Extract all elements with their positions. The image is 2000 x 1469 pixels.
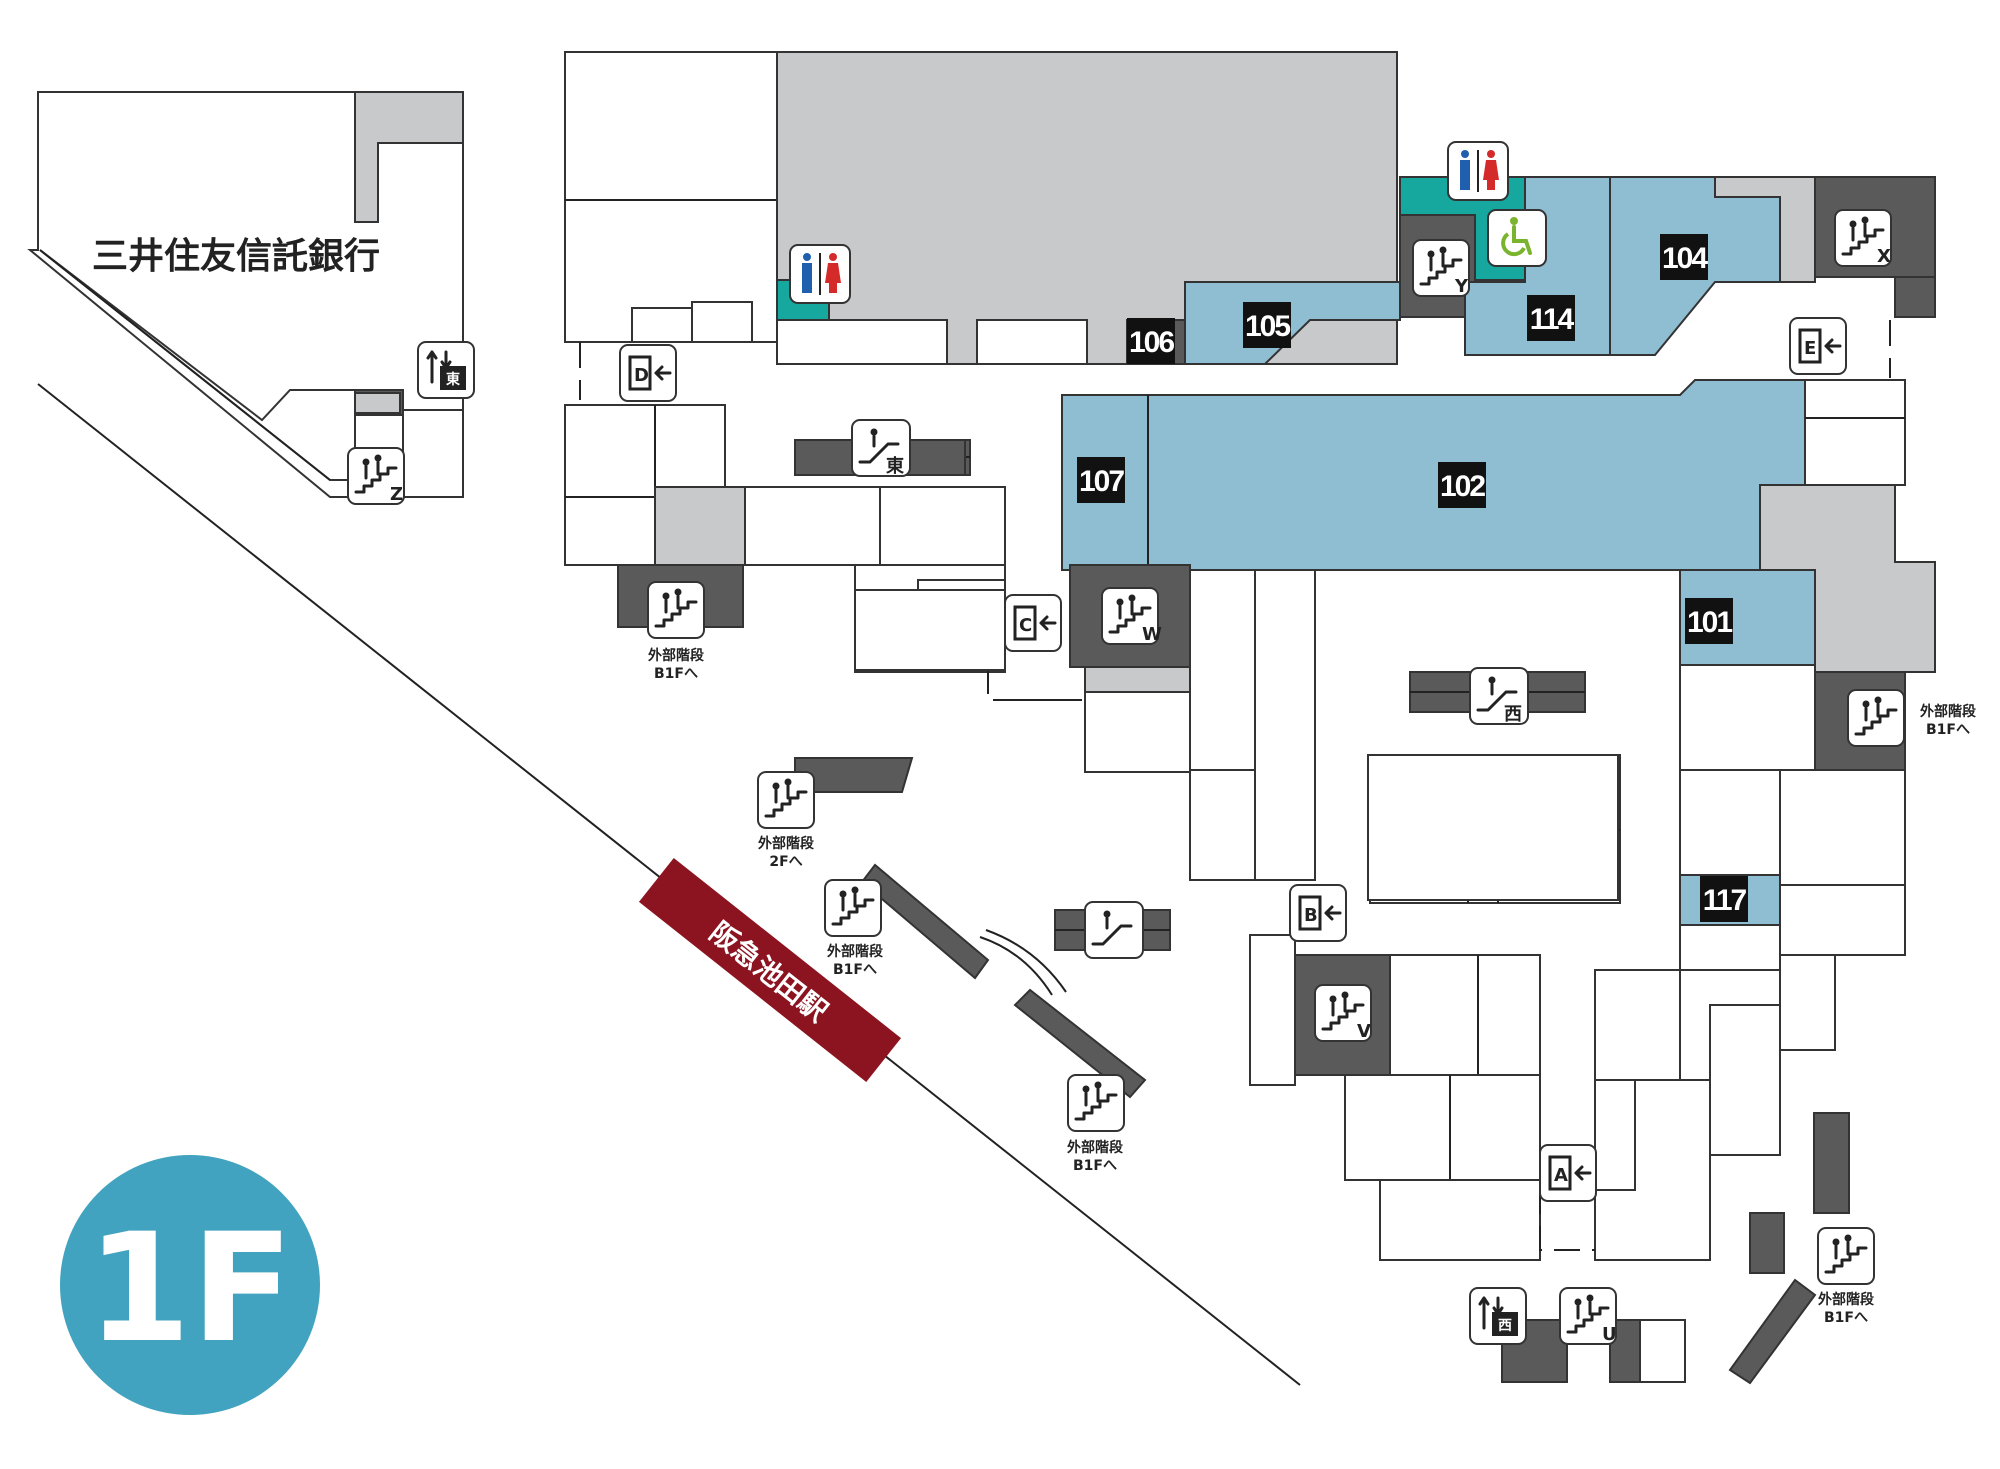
escalator-station-icon[interactable]	[1084, 901, 1144, 959]
shop-105[interactable]: 105	[1243, 302, 1292, 348]
bank-name: 三井住友信託銀行	[92, 236, 380, 277]
shop-107-label: 107	[1079, 465, 1124, 498]
stairs-y-label: Y	[1454, 276, 1469, 297]
shop-106-label: 106	[1129, 326, 1174, 359]
entrance-c-label: C	[1019, 615, 1032, 636]
entrance-d-label: D	[634, 365, 649, 386]
entrance-e-icon[interactable]: E	[1789, 317, 1847, 375]
shop-104-label: 104	[1662, 242, 1708, 275]
entrance-b-label: B	[1304, 905, 1318, 926]
ext-stairs-1-dest: B1Fへ	[654, 666, 698, 682]
ext-stairs-5-icon[interactable]	[1847, 689, 1905, 747]
escalator-west-icon[interactable]: 西	[1469, 667, 1529, 725]
stairs-y-icon[interactable]: Y	[1412, 239, 1470, 297]
shop-114[interactable]: 114	[1527, 295, 1577, 341]
elevator-east-label: 東	[446, 371, 460, 388]
center-rooms	[1367, 754, 1619, 901]
shop-105-label: 105	[1245, 310, 1290, 343]
escalator-east-label: 東	[886, 455, 904, 477]
entrance-e-label: E	[1804, 338, 1816, 359]
entrance-b-icon[interactable]: B	[1289, 884, 1347, 942]
stairs-u-label: U	[1602, 1324, 1617, 1345]
ext-stairs-3-icon[interactable]	[824, 879, 882, 937]
elevator-west-label: 西	[1498, 1318, 1512, 1334]
shop-106[interactable]: 106	[1127, 318, 1176, 364]
stairs-w-icon[interactable]: W	[1101, 587, 1162, 645]
ext-stairs-6-caption: 外部階段	[1818, 1291, 1874, 1308]
ext-stairs-6-dest: B1Fへ	[1824, 1310, 1868, 1326]
ext-stairs-1-caption: 外部階段	[648, 647, 704, 664]
ext-stairs-5-caption: 外部階段	[1920, 703, 1976, 720]
ext-stairs-4-icon[interactable]	[1067, 1074, 1125, 1132]
shop-101-label: 101	[1687, 606, 1732, 639]
escalator-east-icon[interactable]: 東	[851, 419, 911, 477]
stairs-u-icon[interactable]: U	[1559, 1287, 1617, 1345]
floor-badge: 1F	[60, 1155, 320, 1415]
shop-102[interactable]: 102	[1438, 462, 1487, 508]
entrance-c-icon[interactable]: C	[1004, 594, 1062, 652]
elevator-west-icon[interactable]: 西	[1469, 1287, 1527, 1345]
ext-stairs-2-dest: 2Fへ	[769, 854, 802, 870]
shop-104[interactable]: 104	[1660, 234, 1710, 280]
stairs-z-icon[interactable]: Z	[347, 447, 405, 505]
bank-building: 三井住友信託銀行	[27, 91, 464, 498]
mid-west	[854, 564, 1316, 881]
ext-stairs-5-dest: B1Fへ	[1926, 722, 1970, 738]
ext-stairs-3-caption: 外部階段	[827, 943, 883, 960]
entrance-a-label: A	[1554, 1165, 1568, 1186]
ext-stairs-3-dest: B1Fへ	[833, 962, 877, 978]
restroom-east-icon[interactable]	[1447, 141, 1509, 201]
ext-stairs-2-caption: 外部階段	[758, 835, 814, 852]
ext-stairs-1-icon[interactable]	[647, 581, 705, 639]
floor-label: 1F	[87, 1202, 294, 1376]
stairs-w-label: W	[1142, 624, 1162, 645]
shop-117[interactable]: 117	[1700, 876, 1749, 922]
shop-107[interactable]: 107	[1077, 457, 1126, 503]
west-block	[564, 51, 1398, 701]
ext-stairs-4-dest: B1Fへ	[1073, 1158, 1117, 1174]
entrance-a-icon[interactable]: A	[1539, 1144, 1597, 1202]
ext-stairs-4-caption: 外部階段	[1067, 1139, 1123, 1156]
ext-stairs-2-icon[interactable]	[757, 771, 815, 829]
stairs-v-label: V	[1357, 1021, 1371, 1042]
ext-stairs-6-icon[interactable]	[1817, 1227, 1875, 1285]
entrance-d-icon[interactable]: D	[619, 344, 677, 402]
accessible-toilet-icon[interactable]	[1487, 209, 1547, 267]
stairs-v-icon[interactable]: V	[1314, 984, 1372, 1042]
shop-117-label: 117	[1703, 884, 1747, 917]
shop-102-label: 102	[1440, 470, 1485, 503]
shop-114-label: 114	[1530, 303, 1575, 336]
restroom-west-icon[interactable]	[789, 244, 851, 304]
elevator-east-icon[interactable]: 東	[417, 341, 475, 399]
stairs-x-icon[interactable]: X	[1834, 209, 1892, 267]
stairs-z-label: Z	[390, 484, 403, 505]
stairs-x-label: X	[1877, 246, 1891, 267]
shop-101[interactable]: 101	[1685, 598, 1734, 644]
escalator-west-label: 西	[1504, 704, 1522, 725]
